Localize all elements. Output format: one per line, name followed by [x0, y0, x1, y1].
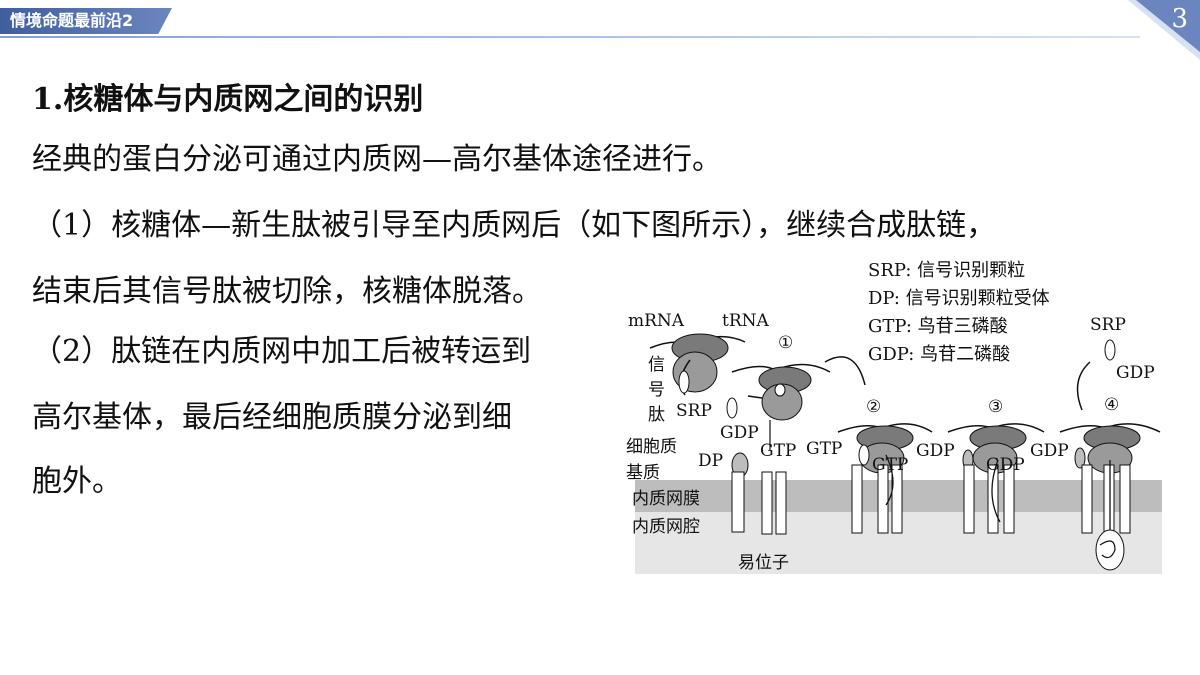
label-gdp-step-4: GDP — [1030, 441, 1069, 461]
label-dp: DP — [698, 451, 723, 471]
label-gtp-step-2-inner: GTP — [872, 455, 908, 475]
label-cytoplasm-2: 基质 — [626, 463, 660, 483]
label-translocon: 易位子 — [738, 553, 789, 573]
ribosome-step-1 — [726, 363, 831, 421]
translocon-step-1 — [731, 420, 787, 535]
arrow-srp-release — [1076, 361, 1091, 411]
step-3-label: ③ — [988, 397, 1003, 417]
label-gtp-step-2: GTP — [806, 439, 842, 459]
legend-gtp: GTP: 鸟苷三磷酸 — [868, 316, 1008, 337]
step-2-label: ② — [866, 397, 881, 417]
header-divider — [0, 36, 1140, 38]
text-line-6: 胞外。 — [32, 464, 122, 499]
released-srp-shape — [1104, 339, 1116, 361]
label-gdp-step-3-inner: GDP — [986, 455, 1025, 475]
label-gdp-released: GDP — [1116, 363, 1155, 383]
label-srp-released: SRP — [1090, 315, 1126, 335]
label-gdp-step-3: GDP — [916, 441, 955, 461]
label-signal-1: 信 — [648, 355, 665, 375]
free-ribosome — [649, 333, 746, 396]
label-signal-2: 号 — [648, 380, 665, 400]
page-number: 3 — [1171, 4, 1188, 34]
step-4-label: ④ — [1104, 395, 1119, 415]
label-er-lumen: 内质网腔 — [632, 517, 700, 537]
label-trna: tRNA — [722, 311, 770, 331]
section-tag: 情境命题最前沿2 — [0, 8, 172, 34]
label-cytoplasm-1: 细胞质 — [626, 437, 677, 457]
label-er-membrane: 内质网膜 — [632, 489, 700, 509]
section-heading: 1.核糖体与内质网之间的识别 — [32, 82, 424, 117]
step-1-label: ① — [778, 333, 793, 353]
ribosome-step-3 — [947, 423, 1045, 534]
text-line-1: 经典的蛋白分泌可通过内质网—高尔基体途径进行。 — [32, 142, 722, 177]
label-gtp: GTP — [760, 441, 796, 461]
ribosome-step-4 — [1059, 423, 1161, 571]
legend-srp: SRP: 信号识别颗粒 — [868, 260, 1026, 281]
corner-ribbon — [1128, 0, 1200, 60]
label-mrna: mRNA — [628, 311, 685, 331]
ribosome-step-2 — [837, 423, 933, 534]
arrow-step-1-2 — [824, 356, 866, 386]
label-srp: SRP — [676, 401, 712, 421]
label-signal-3: 肽 — [648, 405, 665, 425]
text-line-5: 高尔基体，最后经细胞质膜分泌到细 — [32, 400, 512, 435]
er-ribosome-diagram: mRNA tRNA 信 号 肽 ① SRP GDP GTP 细胞质 基质 DP … — [626, 311, 1162, 574]
text-line-3: 结束后其信号肽被切除，核糖体脱落。 — [32, 274, 542, 309]
legend-dp: DP: 信号识别颗粒受体 — [868, 288, 1050, 309]
text-line-4: （2）肽链在内质网中加工后被转运到 — [32, 334, 532, 369]
label-gdp: GDP — [720, 423, 759, 443]
text-line-2: （1）核糖体—新生肽被引导至内质网后（如下图所示），继续合成肽链， — [32, 208, 997, 243]
legend-gdp: GDP: 鸟苷二磷酸 — [868, 344, 1011, 365]
